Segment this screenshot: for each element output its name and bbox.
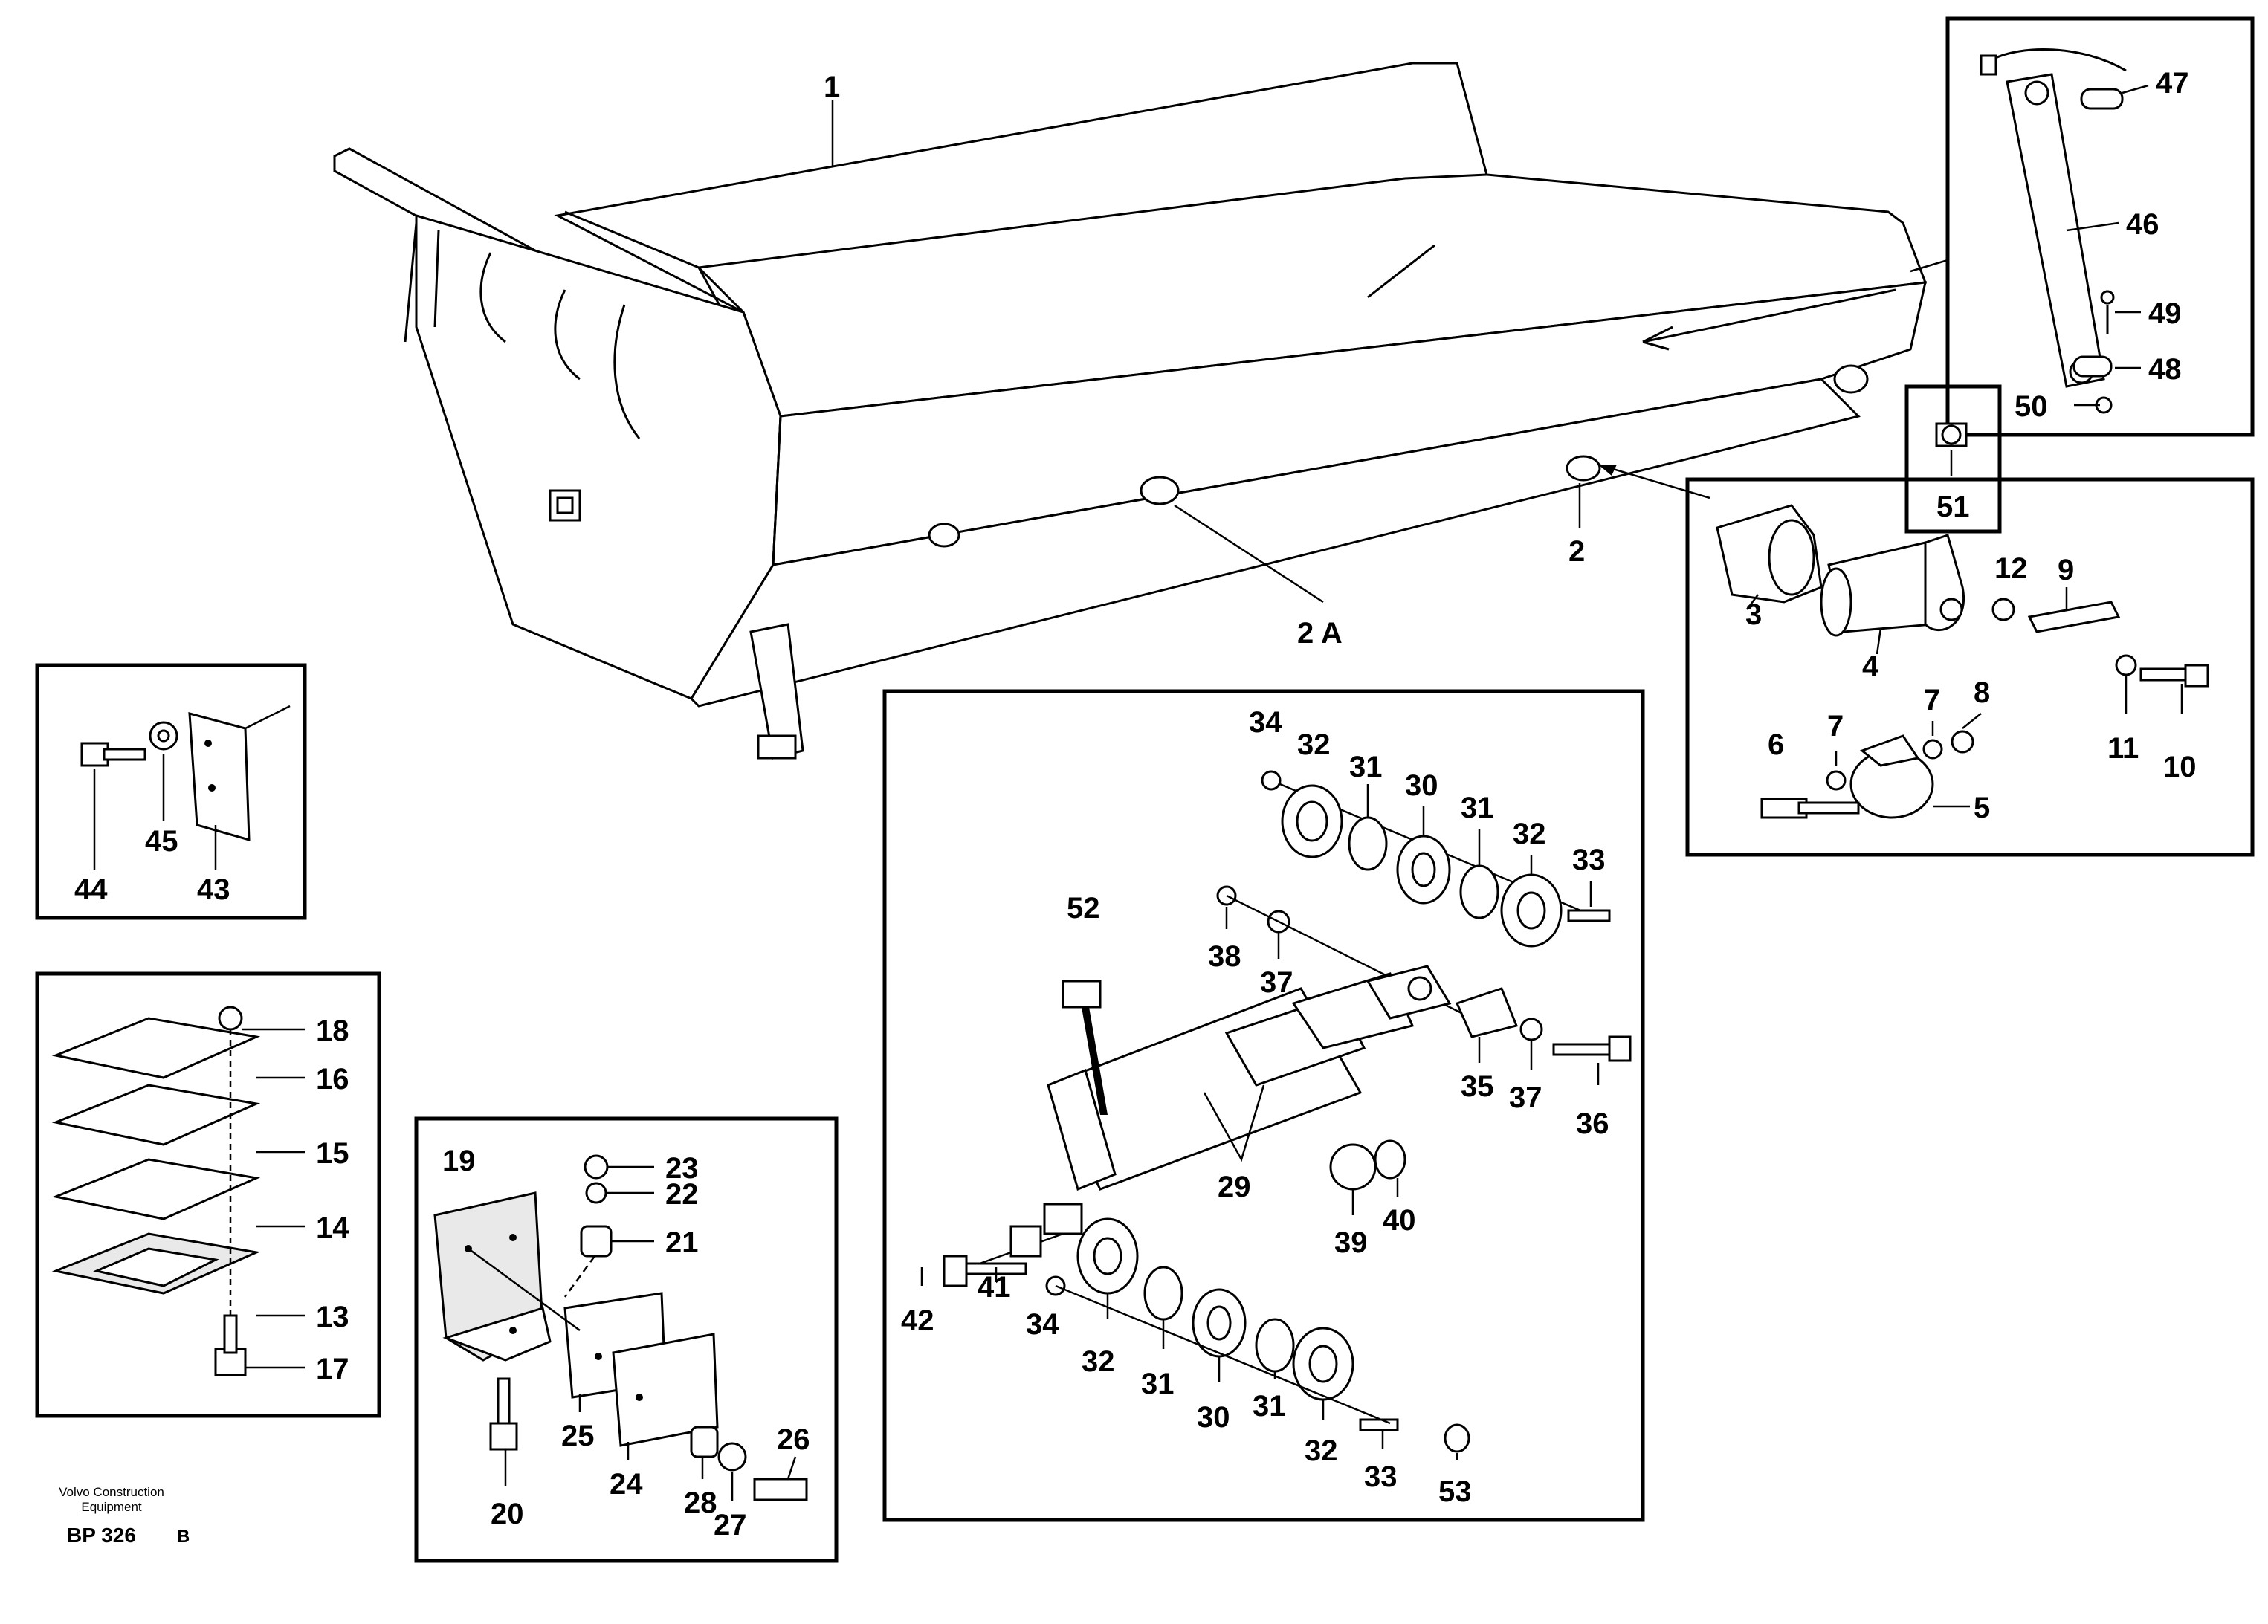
footer-drawing-code: BP 326 (67, 1524, 136, 1547)
bracket-assembly (433, 1154, 808, 1501)
callout-9: 9 (2058, 554, 2074, 586)
callout-30a: 30 (1405, 769, 1438, 802)
leader-2a (1174, 504, 1324, 604)
dump-body (333, 62, 1928, 760)
callout-27: 27 (714, 1509, 747, 1541)
callout-32b: 32 (1513, 818, 1546, 850)
callout-46: 46 (2126, 208, 2159, 241)
callout-13: 13 (316, 1301, 349, 1333)
callout-38: 38 (1208, 940, 1241, 973)
callout-26: 26 (777, 1423, 810, 1456)
callout-2a: 2 A (1297, 617, 1343, 650)
plate-assembly (80, 705, 291, 842)
callout-37b: 37 (1509, 1081, 1542, 1114)
callout-4: 4 (1862, 650, 1879, 683)
callout-24: 24 (610, 1468, 643, 1501)
link-assembly (1980, 48, 2127, 414)
callout-48: 48 (2148, 353, 2182, 386)
callout-18: 18 (316, 1015, 349, 1047)
callout-15: 15 (316, 1137, 349, 1170)
callout-49: 49 (2148, 297, 2182, 330)
callout-51: 51 (1936, 491, 1970, 523)
callout-3: 3 (1745, 598, 1762, 631)
callout-32c: 32 (1082, 1345, 1115, 1378)
detail-box-pad-stack (35, 971, 381, 1418)
callout-7b: 7 (1924, 684, 1940, 716)
callout-8: 8 (1974, 676, 1990, 709)
callout-30b: 30 (1197, 1401, 1230, 1434)
detail-box-plate (35, 663, 307, 920)
callout-32a: 32 (1297, 728, 1331, 761)
pad-stack-assembly (51, 1006, 261, 1376)
cylinder-assembly (943, 770, 1632, 1453)
callout-14: 14 (316, 1211, 349, 1244)
callout-31b: 31 (1461, 792, 1494, 824)
callout-32d: 32 (1305, 1434, 1338, 1467)
callout-31c: 31 (1141, 1368, 1175, 1400)
footer-company-line2: Equipment (81, 1500, 142, 1514)
callout-34b: 34 (1026, 1308, 1059, 1341)
callout-28: 28 (684, 1486, 717, 1519)
callout-2: 2 (1568, 535, 1585, 568)
footer-drawing-suffix: B (177, 1527, 190, 1547)
callout-22: 22 (665, 1178, 699, 1211)
callout-25: 25 (561, 1420, 595, 1452)
callout-6: 6 (1768, 728, 1784, 761)
callout-10: 10 (2163, 751, 2197, 783)
detail-box-pin (1685, 477, 2255, 857)
callout-33a: 33 (1572, 844, 1606, 876)
callout-23: 23 (665, 1152, 699, 1185)
callout-50: 50 (2015, 390, 2048, 423)
callout-31a: 31 (1349, 751, 1383, 783)
callout-1: 1 (824, 71, 840, 103)
callout-41: 41 (978, 1271, 1011, 1304)
callout-52: 52 (1067, 892, 1100, 925)
callout-35: 35 (1461, 1070, 1494, 1103)
callout-53: 53 (1438, 1475, 1472, 1508)
callout-37a: 37 (1260, 966, 1293, 999)
callout-36: 36 (1576, 1107, 1609, 1140)
callout-42: 42 (901, 1304, 934, 1337)
pin-assembly (1716, 504, 2209, 819)
callout-21: 21 (665, 1226, 699, 1259)
callout-40: 40 (1383, 1204, 1416, 1237)
callout-34a: 34 (1249, 706, 1282, 739)
footer-company-line1: Volvo Construction (59, 1485, 164, 1499)
detail-box-51 (1904, 384, 2002, 534)
callout-17: 17 (316, 1353, 349, 1385)
callout-29: 29 (1218, 1171, 1251, 1203)
callout-39: 39 (1334, 1226, 1368, 1259)
callout-5: 5 (1974, 792, 1990, 824)
callout-45: 45 (145, 825, 178, 858)
leader-link-detail (1910, 259, 1948, 273)
detail-box-link (1945, 16, 2255, 437)
callout-19: 19 (442, 1145, 476, 1177)
callout-20: 20 (491, 1498, 524, 1530)
callout-31d: 31 (1253, 1390, 1286, 1423)
callout-12: 12 (1994, 552, 2028, 585)
callout-7a: 7 (1827, 710, 1844, 743)
grease-nipple-51 (1935, 422, 1968, 476)
callout-43: 43 (197, 873, 230, 906)
callout-33b: 33 (1364, 1460, 1398, 1493)
callout-16: 16 (316, 1063, 349, 1096)
detail-box-cylinder (882, 689, 1645, 1522)
callout-11: 11 (2107, 732, 2139, 765)
callout-47: 47 (2156, 67, 2189, 100)
callout-44: 44 (74, 873, 108, 906)
detail-box-bracket (414, 1116, 839, 1563)
leader-hinge-detail (1597, 463, 1710, 499)
